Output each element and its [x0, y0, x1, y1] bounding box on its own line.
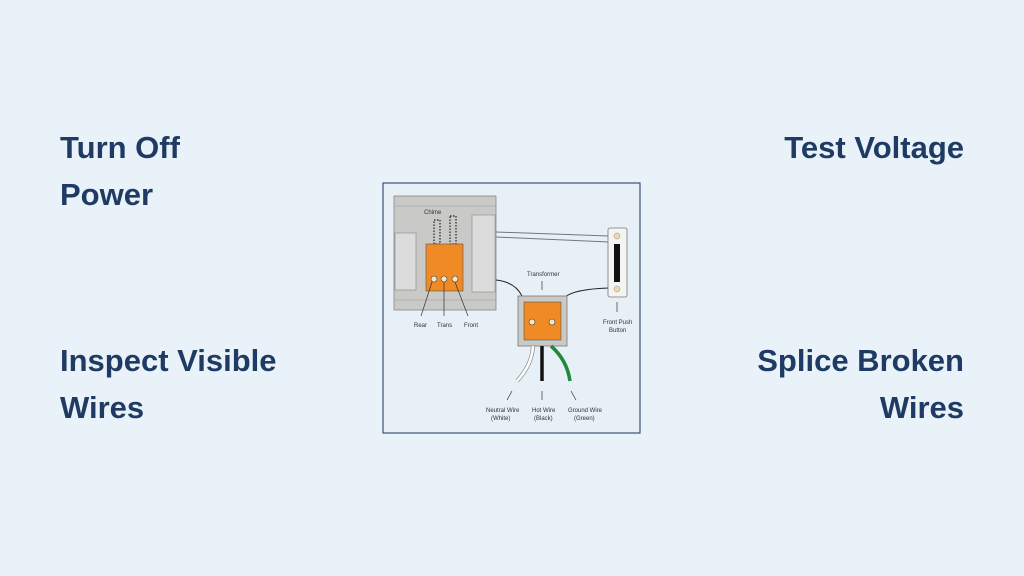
ground-wire-color: (Green)	[574, 416, 595, 422]
hot-wire-label: Hot Wire	[532, 408, 556, 414]
terminal-label-front: Front	[464, 323, 478, 329]
chime-unit: Chime	[393, 195, 497, 311]
step-line: Splice Broken	[757, 343, 964, 378]
step-line: Turn Off	[60, 130, 180, 165]
transformer	[517, 295, 568, 347]
neutral-wire	[516, 345, 535, 382]
chime-terminal-block	[425, 243, 464, 292]
chime-to-button-wires	[495, 231, 610, 243]
step-splice-broken-wires: Splice Broken Wires	[757, 337, 964, 431]
chime-to-transformer-wire	[495, 279, 523, 297]
screw-icon	[440, 275, 448, 283]
neutral-wire-label: Neutral Wire	[486, 408, 520, 414]
terminal-label-rear: Rear	[414, 323, 427, 329]
step-line: Wires	[60, 390, 145, 425]
step-line: Inspect Visible	[60, 343, 277, 378]
neutral-wire-color: (White)	[491, 416, 510, 422]
hot-wire-color: (Black)	[534, 416, 553, 422]
ground-wire-label: Ground Wire	[568, 408, 603, 414]
step-test-voltage: Test Voltage	[784, 124, 964, 171]
step-turn-off-power: Turn Off Power	[60, 124, 180, 218]
step-inspect-visible-wires: Inspect Visible Wires	[60, 337, 277, 431]
push-button-label-2: Button	[609, 328, 626, 334]
screw-icon	[528, 318, 536, 326]
terminal-label-trans: Trans	[437, 323, 452, 329]
terminal-arrows	[420, 281, 469, 317]
ground-wire	[549, 344, 572, 382]
step-line: Power	[60, 177, 154, 212]
step-line: Wires	[879, 390, 964, 425]
chime-label: Chime	[424, 210, 442, 216]
push-button-label-1: Front Push	[603, 320, 632, 326]
screw-icon	[451, 275, 459, 283]
screw-icon	[430, 275, 438, 283]
screw-icon	[548, 318, 556, 326]
push-button	[607, 227, 628, 298]
transformer-label: Transformer	[527, 272, 559, 278]
step-line: Test Voltage	[784, 130, 964, 165]
